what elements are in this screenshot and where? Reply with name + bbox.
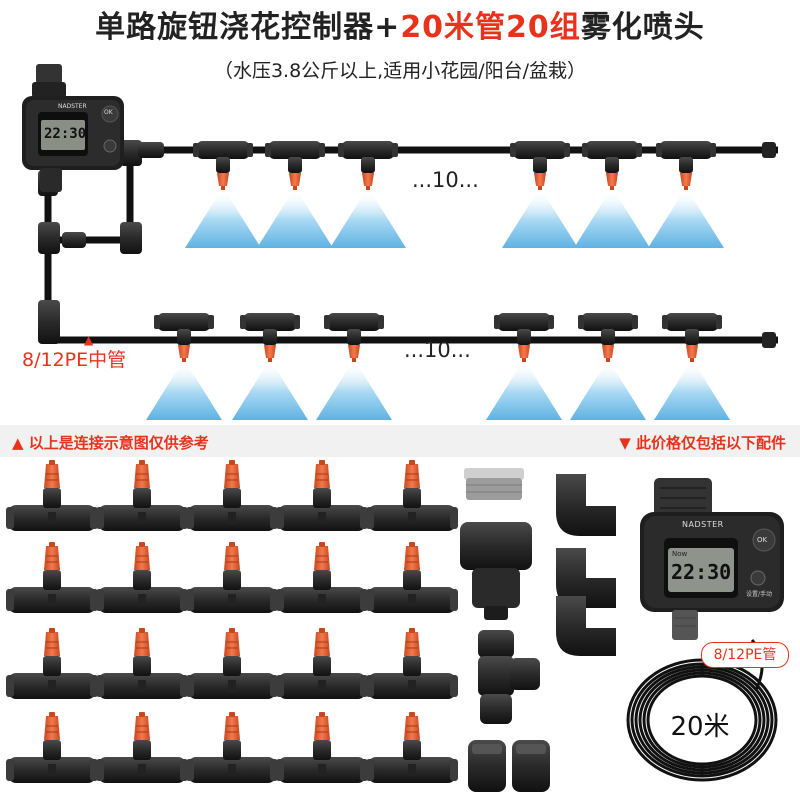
timer-ok-button: OK (757, 536, 768, 544)
title-highlight: 20米管20组 (400, 10, 581, 45)
timer-brand: NADSTER (682, 520, 724, 529)
row1-ellipsis: ...10... (412, 168, 479, 192)
pipe-label: 8/12PE中管 (22, 349, 127, 371)
row1-sprinklers (185, 141, 724, 248)
pipe-length-label: 20米 (670, 712, 730, 742)
end-caps (468, 740, 550, 792)
subtitle: （水压3.8公斤以上,适用小花园/阳台/盆栽） (213, 60, 587, 82)
title-part3: 雾化喷头 (580, 10, 705, 45)
diagram-timer (22, 64, 124, 192)
row2-sprinklers (146, 313, 730, 420)
diagram-timer-display: 22:30 (44, 126, 87, 142)
page-title: 单路旋钮浇花控制器+20米管20组雾化喷头 (0, 2, 800, 46)
title-part1: 单路旋钮浇花控制器+ (95, 10, 401, 45)
hose-connector (460, 522, 532, 620)
timer-mode-label: 设置/手动 (746, 591, 773, 598)
tee-fittings (5, 459, 459, 784)
pipe-tee (478, 630, 540, 724)
parts-grid (5, 459, 784, 792)
timer-now-label: Now (672, 550, 688, 558)
pipe-tag: 8/12PE管 (701, 642, 789, 668)
note-diagram-reference: ▲ 以上是连接示意图仅供参考 (12, 434, 209, 452)
diagram-timer-ok: OK (104, 109, 113, 116)
elbows (556, 474, 616, 656)
arrow-up-icon: ▲ (84, 333, 94, 347)
divider-band (0, 425, 800, 457)
row2-ellipsis: ...10... (404, 338, 471, 362)
timer-product (640, 478, 784, 640)
threaded-adapter (464, 468, 524, 500)
connection-diagram (22, 64, 778, 420)
timer-display: 22:30 (671, 560, 732, 584)
note-included-parts: ▼ 此价格仅包括以下配件 (619, 434, 786, 452)
diagram-timer-brand: NADSTER (58, 103, 87, 110)
